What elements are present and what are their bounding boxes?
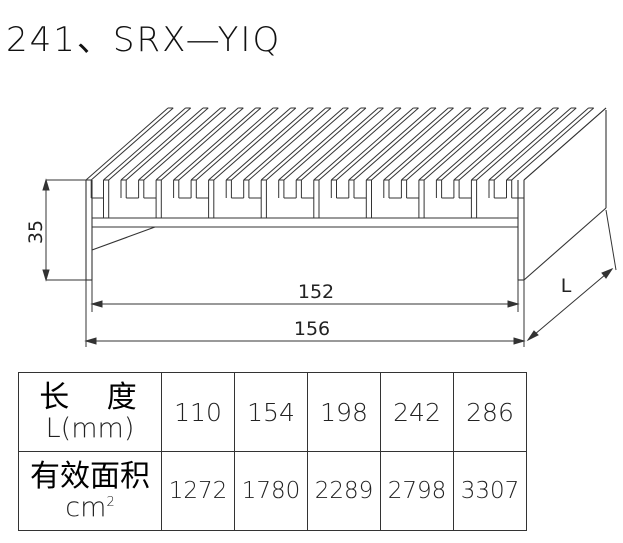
fin-edge bbox=[388, 107, 472, 181]
table-row: 长 度 L(mm) 110 154 198 242 286 bbox=[18, 372, 527, 452]
length-value-4: 242 bbox=[380, 372, 454, 452]
fin-edge bbox=[138, 107, 221, 181]
fin-edge bbox=[173, 107, 256, 181]
fin-edge bbox=[278, 107, 362, 181]
fin-edge bbox=[190, 107, 274, 181]
area-header-cn: 有效面积 bbox=[30, 458, 150, 494]
fin-edge bbox=[266, 107, 349, 181]
row1-header: 长 度 L(mm) bbox=[18, 372, 162, 452]
fin-edge bbox=[160, 107, 244, 181]
fin-edge bbox=[243, 107, 327, 181]
fin-edge bbox=[248, 107, 332, 181]
fin-edge bbox=[213, 107, 297, 181]
length-dim-label: L bbox=[561, 275, 572, 297]
area-header-en: cm2 bbox=[19, 491, 161, 523]
fin-edge bbox=[125, 107, 209, 181]
length-header-cn: 长 度 bbox=[39, 379, 151, 415]
fin-edge bbox=[208, 107, 291, 181]
fin-edge bbox=[401, 107, 484, 181]
table-row: 有效面积 cm2 1272 1780 2289 2798 3307 bbox=[18, 451, 527, 531]
fin-edge bbox=[493, 107, 577, 181]
height-dim-label: 35 bbox=[25, 220, 47, 244]
fin-edge bbox=[120, 107, 204, 181]
length-header-en: L(mm) bbox=[45, 412, 135, 444]
heatsink-drawing: 35 152 156 L bbox=[25, 107, 617, 347]
area-unit-exponent: 2 bbox=[106, 494, 115, 510]
length-value-2: 154 bbox=[234, 372, 308, 452]
fin-edge bbox=[511, 107, 595, 181]
area-value-1: 1272 bbox=[161, 451, 235, 531]
fin-edge bbox=[353, 107, 437, 181]
dimension-lines bbox=[42, 178, 617, 347]
length-value-1: 110 bbox=[161, 372, 235, 452]
fin-edge bbox=[85, 107, 169, 181]
fin-edge bbox=[488, 107, 572, 181]
fin-edge bbox=[301, 107, 384, 181]
outer-width-dim-label: 156 bbox=[294, 318, 330, 340]
fin-edge bbox=[523, 107, 607, 181]
spec-table: 长 度 L(mm) 110 154 198 242 286 有效面积 cm2 1… bbox=[18, 372, 527, 531]
fin-edge bbox=[371, 107, 454, 181]
fin-edge bbox=[336, 107, 419, 181]
fin-edge bbox=[295, 107, 379, 181]
fin-edge bbox=[143, 107, 227, 181]
diagram-title: 241、SRX—YIQ bbox=[6, 20, 282, 60]
fin-edge bbox=[313, 107, 397, 181]
fin-edge bbox=[103, 107, 186, 181]
fin-edge bbox=[506, 107, 589, 181]
fin-edge bbox=[365, 107, 449, 181]
fin-edge bbox=[453, 107, 537, 181]
area-value-4: 2798 bbox=[380, 451, 454, 531]
fin-edge bbox=[178, 107, 262, 181]
fin-edge bbox=[458, 107, 542, 181]
fin-edge bbox=[225, 107, 309, 181]
fin-edge bbox=[441, 107, 524, 181]
fin-edge bbox=[436, 107, 519, 181]
area-unit: cm bbox=[65, 491, 107, 523]
fin-edge bbox=[108, 107, 192, 181]
inner-width-dim-label: 152 bbox=[298, 281, 334, 303]
heatsink-body bbox=[85, 110, 607, 281]
fin-edge bbox=[423, 107, 507, 181]
area-value-5: 3307 bbox=[453, 451, 527, 531]
fin-edge bbox=[406, 107, 489, 181]
fin-edge bbox=[330, 107, 414, 181]
heatsink-fins bbox=[85, 107, 607, 219]
fin-edge bbox=[90, 107, 174, 181]
fin-edge bbox=[283, 107, 367, 181]
area-value-3: 2289 bbox=[307, 451, 381, 531]
fin-edge bbox=[195, 107, 279, 181]
fin-edge bbox=[348, 107, 432, 181]
row2-header: 有效面积 cm2 bbox=[18, 451, 162, 531]
fin-edge bbox=[418, 107, 502, 181]
area-value-2: 1780 bbox=[234, 451, 308, 531]
fin-edge bbox=[471, 107, 554, 181]
fin-edge bbox=[383, 107, 467, 181]
fin-edge bbox=[260, 107, 344, 181]
length-value-5: 286 bbox=[453, 372, 527, 452]
fin-edge bbox=[318, 107, 402, 181]
length-value-3: 198 bbox=[307, 372, 381, 452]
fin-edge bbox=[476, 107, 559, 181]
fin-edge bbox=[155, 107, 239, 181]
fin-edge bbox=[231, 107, 314, 181]
